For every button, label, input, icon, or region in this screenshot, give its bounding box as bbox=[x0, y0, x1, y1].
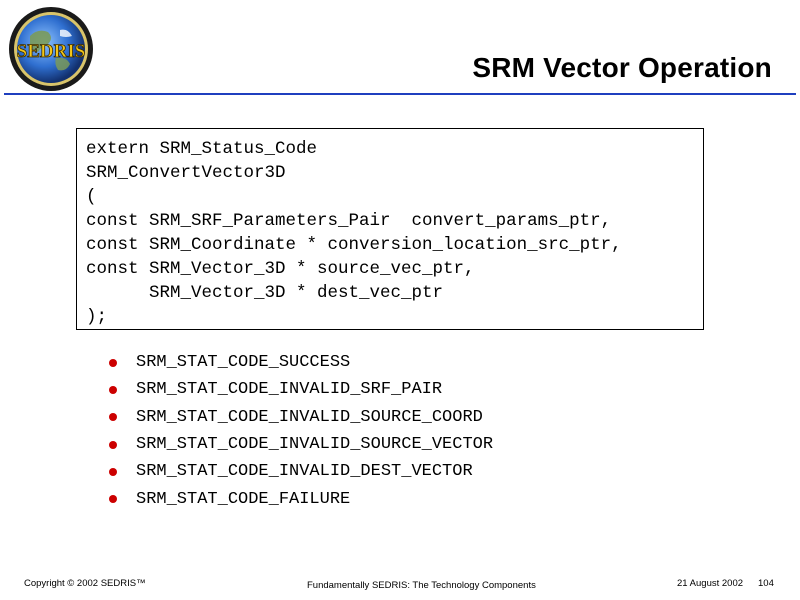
list-item: SRM_STAT_CODE_INVALID_SOURCE_VECTOR bbox=[102, 431, 493, 458]
list-item-text: SRM_STAT_CODE_SUCCESS bbox=[136, 353, 351, 373]
footer-page-number: 104 bbox=[758, 578, 774, 589]
list-item-text: SRM_STAT_CODE_FAILURE bbox=[136, 489, 351, 509]
code-line: SRM_Vector_3D * dest_vec_ptr bbox=[86, 283, 444, 303]
bullet-icon bbox=[109, 440, 117, 449]
bullet-icon bbox=[109, 358, 117, 367]
list-item-text: SRM_STAT_CODE_INVALID_DEST_VECTOR bbox=[136, 462, 473, 482]
page-title: SRM Vector Operation bbox=[472, 52, 772, 83]
code-line: ( bbox=[86, 187, 97, 207]
list-item: SRM_STAT_CODE_FAILURE bbox=[102, 485, 493, 512]
logo-cloud bbox=[60, 29, 72, 37]
list-item-text: SRM_STAT_CODE_INVALID_SOURCE_VECTOR bbox=[136, 435, 494, 455]
code-line: const SRM_Vector_3D * source_vec_ptr, bbox=[86, 259, 475, 279]
list-item: SRM_STAT_CODE_INVALID_DEST_VECTOR bbox=[102, 458, 493, 485]
code-box: extern SRM_Status_Code SRM_ConvertVector… bbox=[76, 128, 704, 330]
bullet-icon bbox=[109, 385, 117, 394]
logo-text: SEDRIS bbox=[17, 41, 86, 62]
list-item: SRM_STAT_CODE_INVALID_SRF_PAIR bbox=[102, 376, 493, 403]
code-line: const SRM_SRF_Parameters_Pair convert_pa… bbox=[86, 211, 612, 231]
logo-land bbox=[30, 30, 51, 52]
list-item-text: SRM_STAT_CODE_INVALID_SRF_PAIR bbox=[136, 380, 443, 400]
title-divider bbox=[4, 93, 796, 95]
bullet-icon bbox=[109, 413, 117, 422]
code-line: ); bbox=[86, 307, 108, 327]
code-line: SRM_ConvertVector3D bbox=[86, 163, 286, 183]
list-item: SRM_STAT_CODE_SUCCESS bbox=[102, 349, 493, 376]
list-item: SRM_STAT_CODE_INVALID_SOURCE_COORD bbox=[102, 404, 493, 431]
bullet-icon bbox=[109, 467, 117, 476]
code-line: const SRM_Coordinate * conversion_locati… bbox=[86, 235, 622, 255]
code-line: extern SRM_Status_Code bbox=[86, 139, 318, 159]
footer-subtitle: Fundamentally SEDRIS: The Technology Com… bbox=[307, 580, 536, 591]
logo-land-2 bbox=[55, 57, 70, 71]
list-item-text: SRM_STAT_CODE_INVALID_SOURCE_COORD bbox=[136, 407, 483, 427]
footer-date: 21 August 2002 bbox=[677, 578, 744, 589]
status-code-list: SRM_STAT_CODE_SUCCESS SRM_STAT_CODE_INVA… bbox=[102, 349, 493, 513]
sedris-logo: SEDRIS bbox=[9, 7, 93, 91]
bullet-icon bbox=[109, 495, 117, 504]
footer-copyright: Copyright © 2002 SEDRIS™ bbox=[24, 578, 146, 589]
